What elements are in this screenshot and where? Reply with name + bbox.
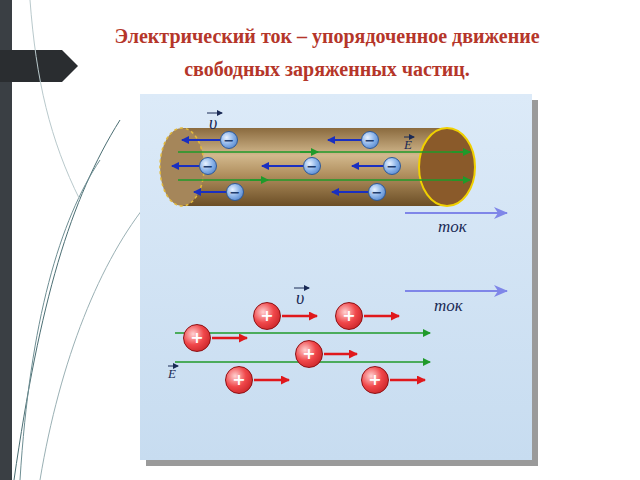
charge-sign: −: [224, 134, 235, 147]
electron: −: [303, 157, 321, 175]
electron: −: [226, 183, 244, 201]
electron: −: [220, 131, 238, 149]
positive-charge: +: [295, 340, 323, 368]
electron: −: [383, 157, 401, 175]
electron: −: [199, 157, 217, 175]
electron: −: [368, 183, 386, 201]
slide-title: Электрический ток – упорядоченное движен…: [112, 20, 542, 86]
charge-sign: +: [302, 346, 315, 362]
current-label: ток: [438, 217, 467, 237]
charge-sign: −: [387, 160, 398, 173]
charge-sign: +: [190, 330, 203, 346]
charge-sign: −: [307, 160, 318, 173]
charge-sign: −: [372, 186, 383, 199]
current-label: ток: [434, 296, 463, 316]
positive-charge: +: [361, 366, 389, 394]
electron: −: [361, 131, 379, 149]
velocity-label: υ: [209, 113, 217, 134]
charge-sign: +: [368, 372, 381, 388]
positive-charge: +: [335, 302, 363, 330]
positive-charge: +: [183, 324, 211, 352]
field-label: E: [168, 366, 176, 382]
charge-sign: +: [260, 308, 273, 324]
positive-charge: +: [253, 302, 281, 330]
velocity-label: υ: [296, 288, 304, 309]
charge-sign: −: [203, 160, 214, 173]
positive-charge: +: [225, 366, 253, 394]
charge-sign: +: [232, 372, 245, 388]
field-label: E: [404, 137, 412, 153]
charge-sign: −: [365, 134, 376, 147]
charge-sign: +: [342, 308, 355, 324]
charge-sign: −: [230, 186, 241, 199]
